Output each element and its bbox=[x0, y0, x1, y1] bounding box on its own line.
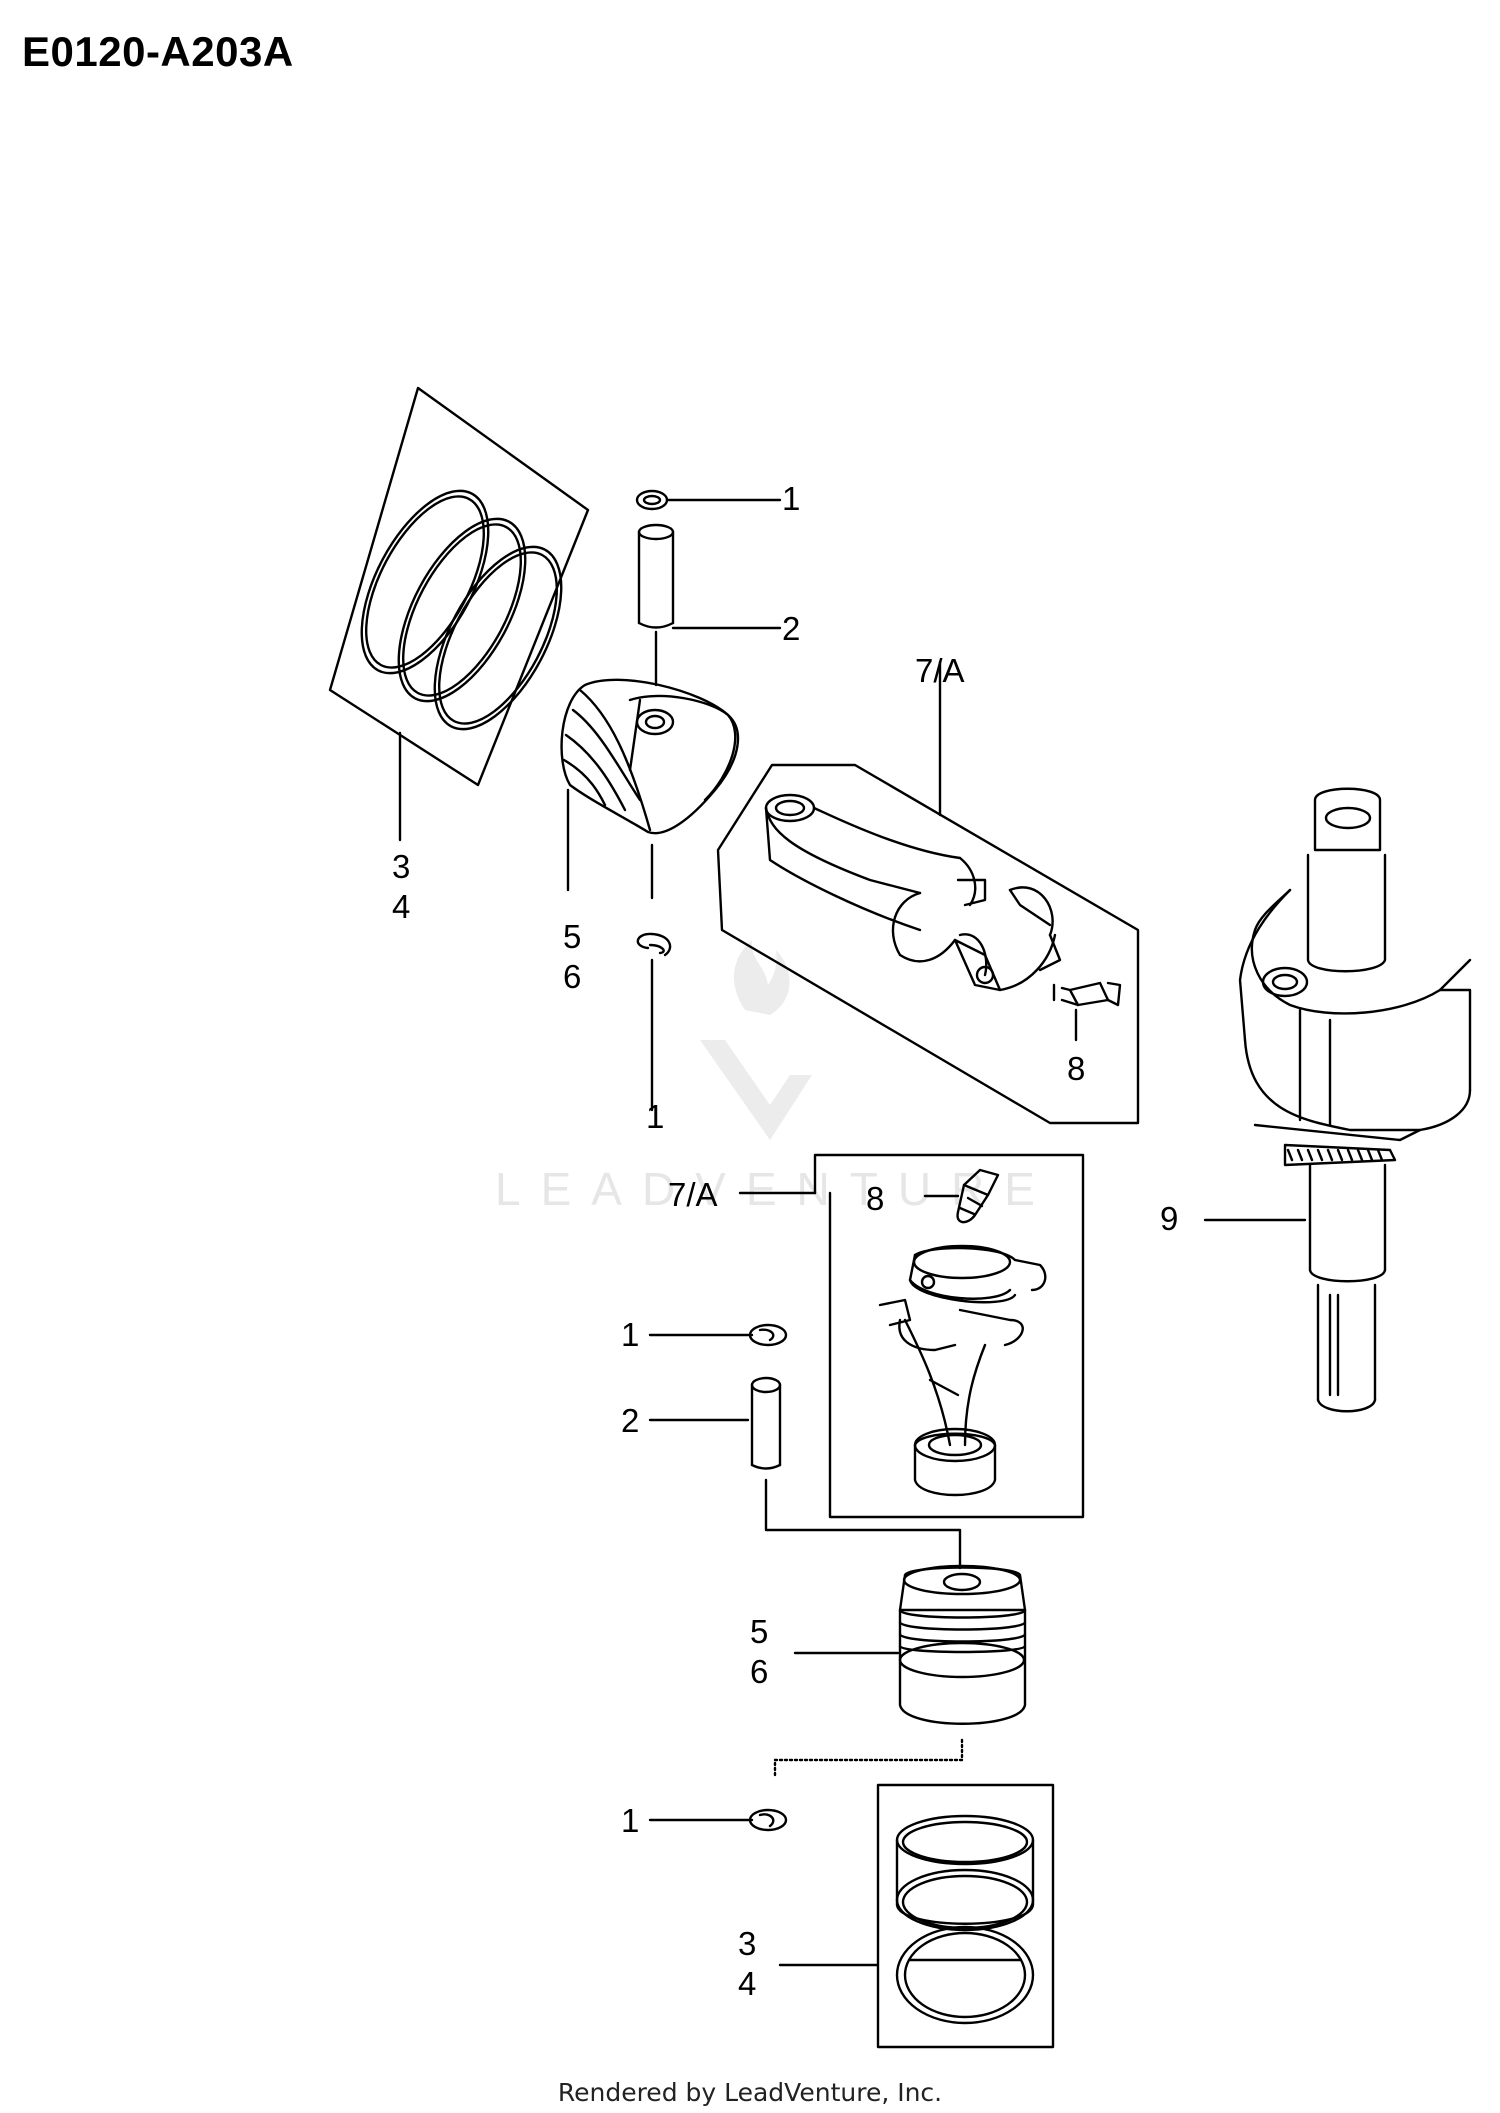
part-connecting-rod-bottom bbox=[878, 1244, 1047, 1497]
callout-rod-bolt-top: 8 bbox=[1067, 1050, 1085, 1087]
callout-piston-pin-bottom: 2 bbox=[621, 1402, 639, 1439]
callout-labels: 1 2 7/A 3 4 5 6 1 8 9 7/A 8 1 2 5 6 1 3 … bbox=[392, 480, 1178, 2002]
part-pin-clip-lower-b bbox=[748, 1808, 788, 1832]
callout-rings-bottom-a: 3 bbox=[738, 1925, 756, 1962]
callout-pin-clip-lower-a: 1 bbox=[621, 1316, 639, 1353]
callout-piston-pin-top: 2 bbox=[782, 610, 800, 647]
part-pin-clip-top bbox=[635, 489, 669, 511]
part-piston-rings-top bbox=[328, 386, 590, 787]
watermark-text: LEADVENTURE bbox=[495, 1163, 1055, 1215]
callout-crankshaft: 9 bbox=[1160, 1200, 1178, 1237]
footer-credit: Rendered by LeadVenture, Inc. bbox=[557, 2078, 943, 2107]
part-connecting-rod-top bbox=[716, 763, 1140, 1125]
callout-rings-bottom-b: 4 bbox=[738, 1965, 756, 2002]
callout-pin-clip-mid: 1 bbox=[646, 1098, 664, 1135]
diagram-title: E0120-A203A bbox=[22, 28, 294, 75]
callout-piston-bottom-b: 6 bbox=[750, 1653, 768, 1690]
watermark-v-icon bbox=[700, 1040, 812, 1140]
part-rod-bolt-top bbox=[1052, 981, 1122, 1007]
part-piston-pin-bottom bbox=[750, 1376, 782, 1470]
part-rod-bolt-bottom bbox=[956, 1168, 1000, 1224]
part-piston-rings-bottom bbox=[876, 1783, 1055, 2049]
part-piston-pin-top bbox=[637, 523, 675, 629]
part-piston-top bbox=[560, 678, 740, 835]
callout-pin-clip-lower-b: 1 bbox=[621, 1802, 639, 1839]
callout-piston-bottom-a: 5 bbox=[750, 1613, 768, 1650]
callout-rings-top-b: 4 bbox=[392, 888, 410, 925]
leadventure-watermark: LEADVENTURE bbox=[495, 940, 1055, 1215]
callout-piston-top-b: 6 bbox=[563, 958, 581, 995]
callout-rings-top-a: 3 bbox=[392, 848, 410, 885]
part-pin-clip-mid bbox=[636, 932, 672, 957]
watermark-flame-icon bbox=[733, 940, 790, 1015]
part-piston-bottom bbox=[898, 1564, 1027, 1725]
callout-piston-top-a: 5 bbox=[563, 918, 581, 955]
callout-rod-assembly-bottom: 7/A bbox=[668, 1176, 718, 1213]
part-crankshaft bbox=[1238, 787, 1472, 1413]
callout-rod-bolt-bottom: 8 bbox=[866, 1180, 884, 1217]
callout-pin-clip-top: 1 bbox=[782, 480, 800, 517]
callout-rod-assembly-top: 7/A bbox=[915, 652, 965, 689]
part-pin-clip-lower-a bbox=[748, 1323, 788, 1347]
